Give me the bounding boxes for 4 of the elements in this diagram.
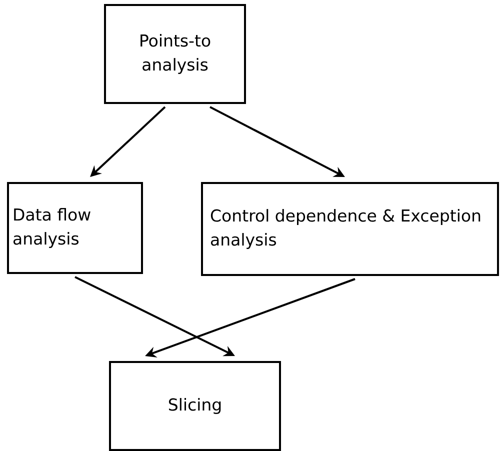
- process-box: Points-to analysis: [104, 4, 246, 104]
- process-box: Slicing: [109, 361, 281, 451]
- process-box: Control dependence & Exception analysis: [201, 182, 499, 276]
- process-box: Data flow analysis: [7, 182, 143, 274]
